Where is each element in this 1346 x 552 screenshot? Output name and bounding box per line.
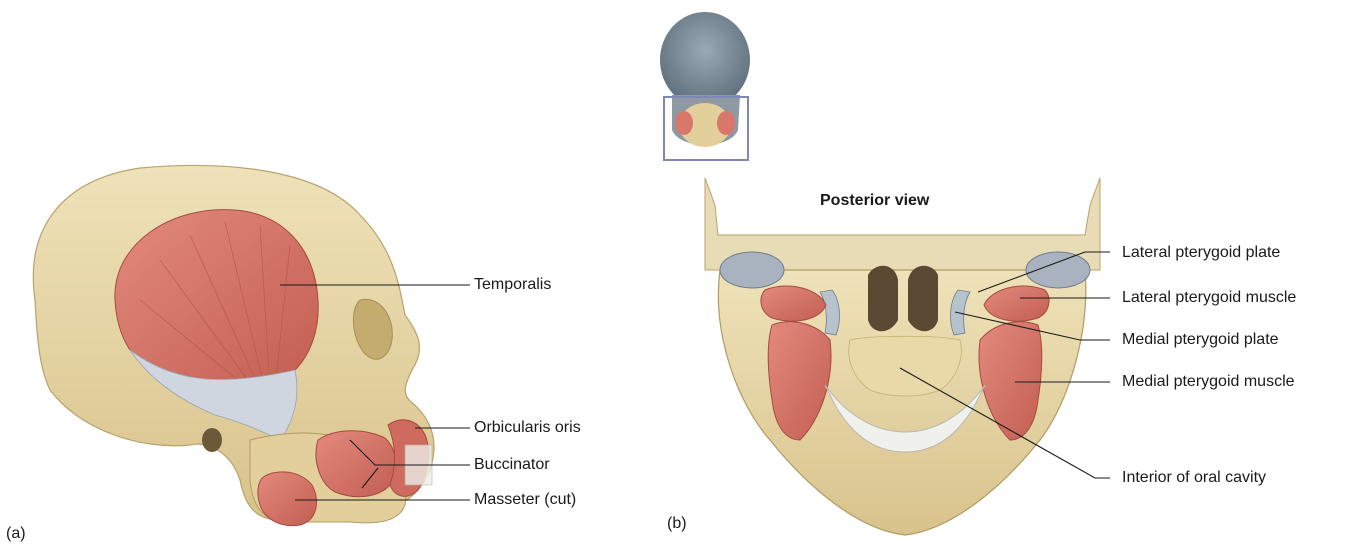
inset-muscle-left xyxy=(675,111,693,135)
masseter-label: Masseter (cut) xyxy=(474,491,576,509)
panel-b-illustration xyxy=(705,178,1100,535)
medial-pterygoid-muscle-label: Medial pterygoid muscle xyxy=(1122,373,1295,391)
orientation-inset xyxy=(660,12,750,160)
external-ear-opening xyxy=(202,428,222,452)
medial-pterygoid-plate-label: Medial pterygoid plate xyxy=(1122,331,1279,349)
choana-right xyxy=(908,266,938,331)
buccinator-muscle xyxy=(316,431,395,497)
panel-b-label: (b) xyxy=(667,515,687,533)
inset-skull-dome xyxy=(660,12,750,108)
buccinator-label: Buccinator xyxy=(474,456,550,474)
temporalis-label: Temporalis xyxy=(474,276,551,294)
choana-left xyxy=(868,266,898,331)
interior-oral-cavity-label: Interior of oral cavity xyxy=(1122,469,1266,487)
orbicularis-oris-label: Orbicularis oris xyxy=(474,419,581,437)
lateral-pterygoid-muscle-label: Lateral pterygoid muscle xyxy=(1122,289,1296,307)
panel-a-label: (a) xyxy=(6,525,26,543)
condyle-left xyxy=(720,252,784,288)
view-title: Posterior view xyxy=(820,192,929,210)
oral-cavity xyxy=(849,336,962,396)
panel-a-illustration xyxy=(33,165,434,525)
inset-muscle-right xyxy=(717,111,735,135)
lateral-pterygoid-plate-label: Lateral pterygoid plate xyxy=(1122,244,1280,262)
